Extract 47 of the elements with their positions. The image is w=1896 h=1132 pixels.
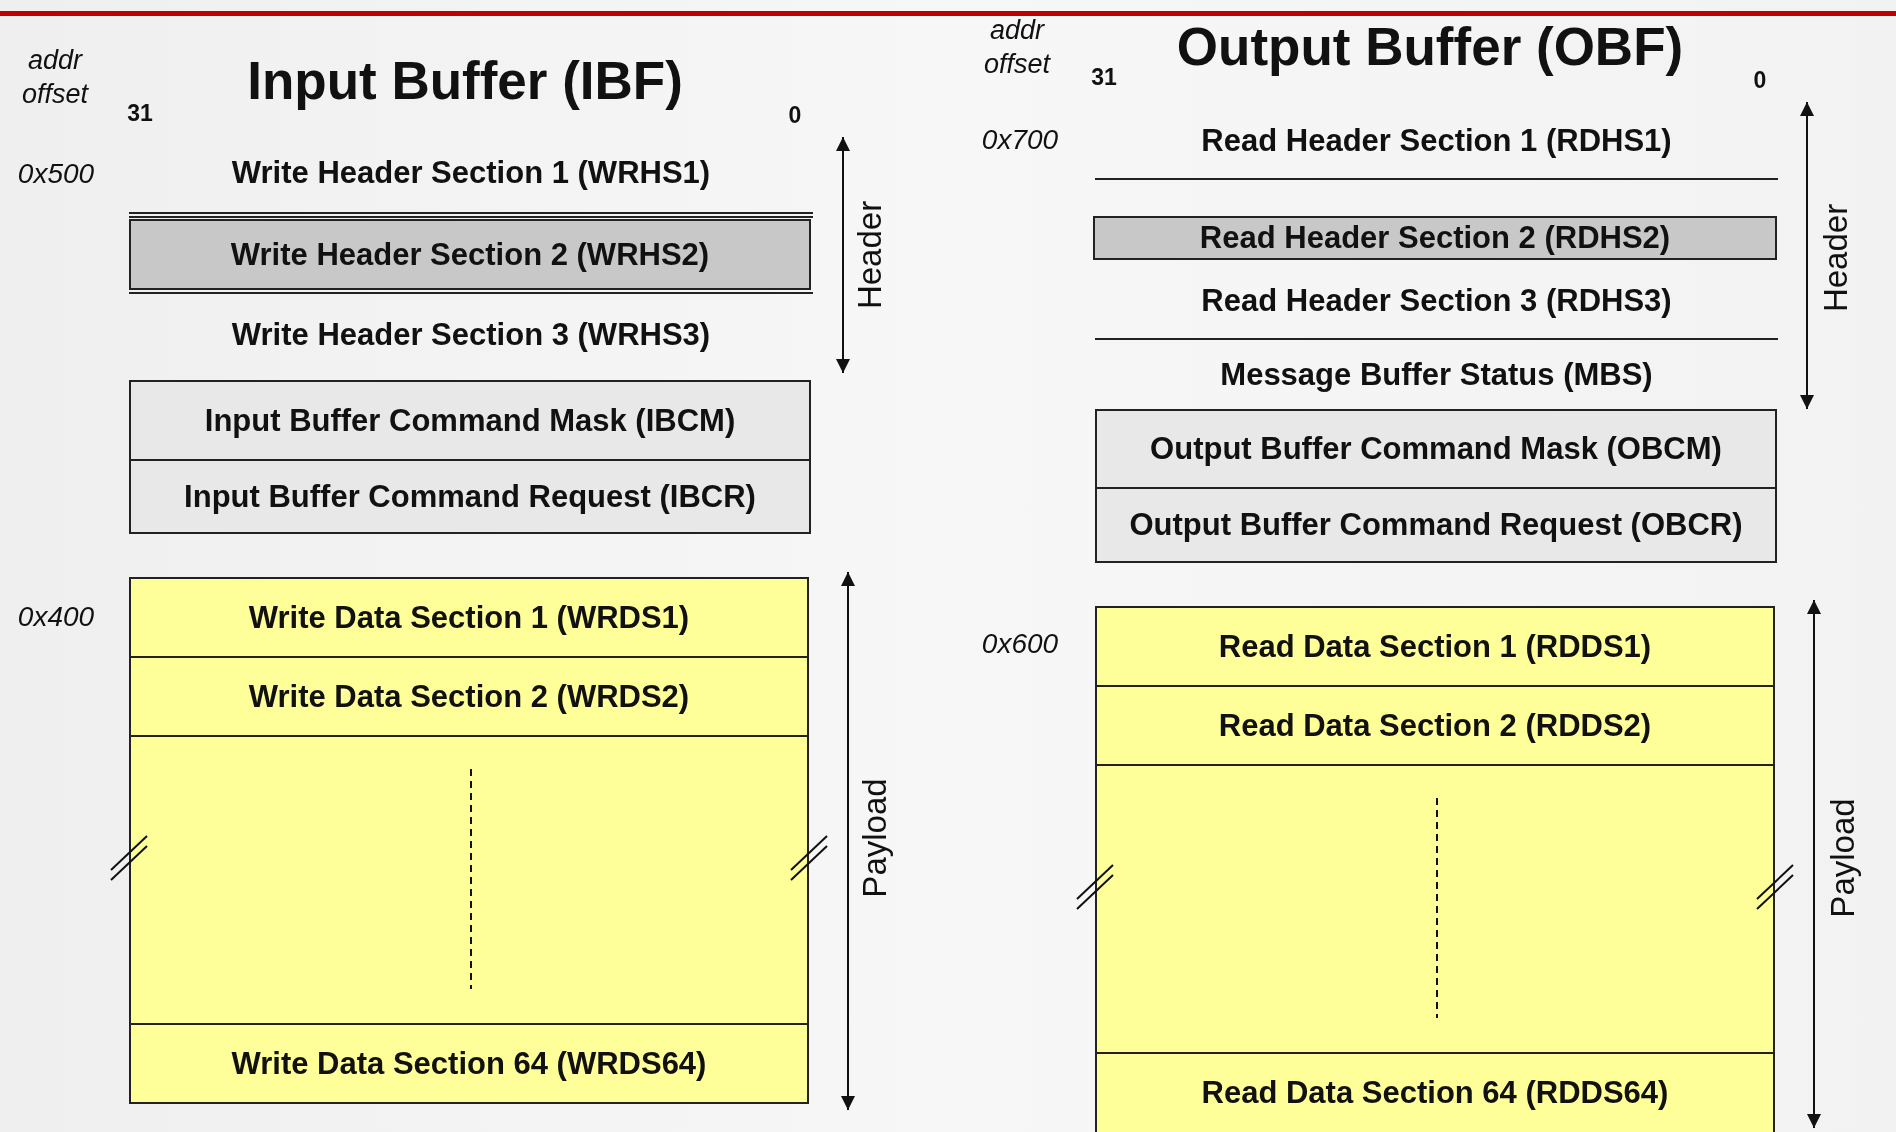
data-section-gap <box>1095 764 1775 1054</box>
register-name: Write Data Section 2 (WRDS2) <box>248 678 690 715</box>
register-name: Input Buffer Command Request (IBCR) <box>184 478 756 515</box>
bit-number: 31 <box>1091 63 1117 91</box>
register-box <box>1093 216 1777 260</box>
register-name: Read Header Section 1 (RDHS1) <box>1201 123 1672 159</box>
panel-title: Input Buffer (IBF) <box>247 49 683 111</box>
address-offset: 0x700 <box>981 124 1059 156</box>
register-name: Output Buffer Command Mask (OBCM) <box>1150 431 1722 467</box>
panel-title: Output Buffer (OBF) <box>1176 15 1684 77</box>
bit-number: 31 <box>127 99 153 127</box>
data-section-box <box>1095 606 1775 687</box>
bit-number: 0 <box>1753 66 1767 94</box>
register-name: Output Buffer Command Request (OBCR) <box>1129 507 1743 543</box>
register-box <box>129 459 811 534</box>
span-label: Header <box>851 200 889 310</box>
axis-caption: addr offset <box>20 44 90 111</box>
register-name: Write Header Section 2 (WRHS2) <box>230 236 710 273</box>
register-box <box>129 219 811 290</box>
register-name: Write Header Section 3 (WRHS3) <box>231 317 711 353</box>
register-name: Input Buffer Command Mask (IBCM) <box>204 402 736 439</box>
data-section-box <box>129 577 809 658</box>
register-name: Write Header Section 1 (WRHS1) <box>231 155 711 191</box>
register-name: Write Data Section 64 (WRDS64) <box>231 1045 707 1082</box>
data-section-box <box>1095 1052 1775 1132</box>
span-label: Payload <box>856 778 894 898</box>
register-name: Read Header Section 3 (RDHS3) <box>1201 282 1672 319</box>
register-name: Read Data Section 2 (RDDS2) <box>1218 707 1652 744</box>
address-offset: 0x600 <box>981 628 1059 660</box>
bit-number: 0 <box>788 101 802 129</box>
address-offset: 0x400 <box>17 601 95 633</box>
register-name: Read Data Section 1 (RDDS1) <box>1218 628 1652 665</box>
span-label: Payload <box>1824 798 1862 918</box>
data-section-gap <box>129 735 809 1025</box>
data-section-box <box>129 1023 809 1104</box>
register-name: Message Buffer Status (MBS) <box>1220 357 1653 393</box>
register-box <box>1095 487 1777 563</box>
span-label: Header <box>1817 203 1855 313</box>
register-box <box>1095 409 1777 489</box>
address-offset: 0x500 <box>17 158 95 190</box>
register-box <box>129 380 811 461</box>
data-section-box <box>1095 685 1775 766</box>
register-name: Read Header Section 2 (RDHS2) <box>1199 220 1671 256</box>
axis-caption: addr offset <box>982 14 1052 81</box>
data-section-box <box>129 656 809 737</box>
register-name: Write Data Section 1 (WRDS1) <box>248 599 690 636</box>
register-name: Read Data Section 64 (RDDS64) <box>1201 1075 1669 1111</box>
